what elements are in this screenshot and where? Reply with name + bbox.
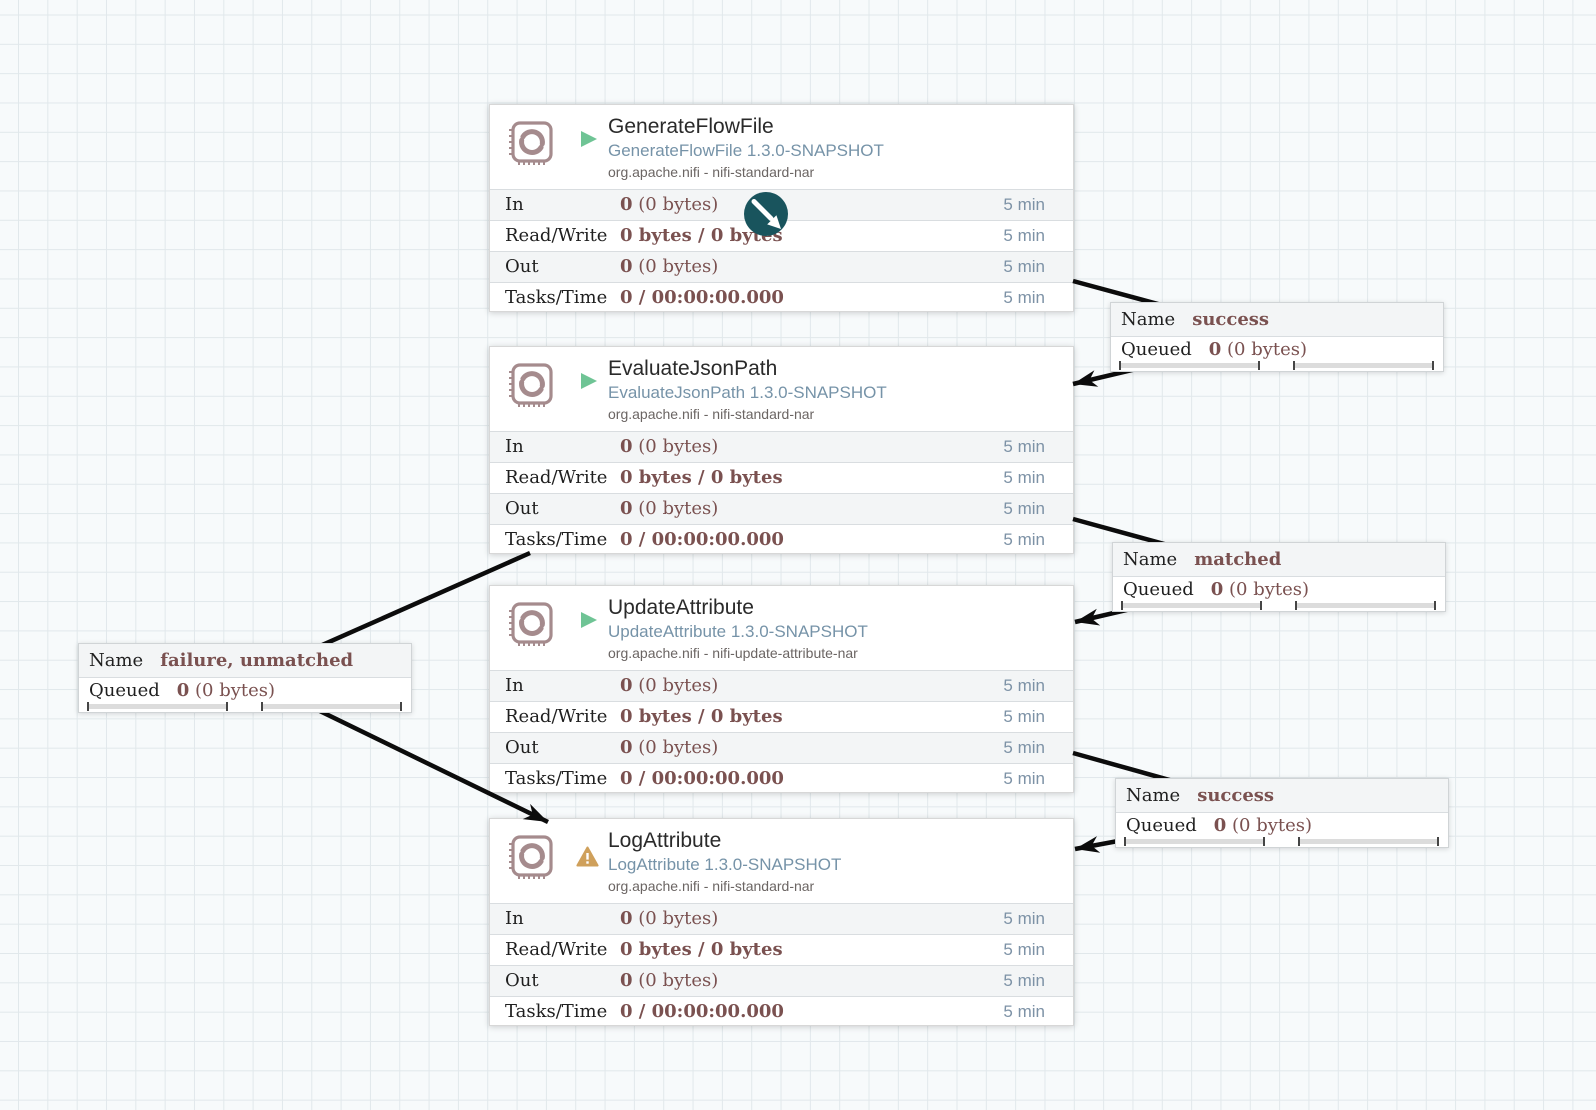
connection-name-value: failure, unmatched — [160, 650, 354, 671]
stat-row-tasks: Tasks/Time 0 / 00:00:00.000 5 min — [490, 763, 1073, 794]
processor-header: EvaluateJsonPath EvaluateJsonPath 1.3.0-… — [490, 347, 1073, 431]
stat-row-tasks: Tasks/Time 0 / 00:00:00.000 5 min — [490, 524, 1073, 555]
processor-type: LogAttribute 1.3.0-SNAPSHOT — [608, 855, 842, 874]
queue-count-bar — [1121, 601, 1262, 610]
processor-type: EvaluateJsonPath 1.3.0-SNAPSHOT — [608, 383, 887, 402]
stat-row-out: Out 0 (0 bytes) 5 min — [490, 965, 1073, 996]
stat-row-readwrite: Read/Write 0 bytes / 0 bytes 5 min — [490, 934, 1073, 965]
processor-bundle: org.apache.nifi - nifi-standard-nar — [608, 878, 815, 894]
stat-row-in: In 0 (0 bytes) 5 min — [490, 189, 1073, 220]
queue-count-bar — [87, 702, 228, 711]
queued-value: 0 (0 bytes) — [176, 680, 276, 701]
connection-name-value: success — [1192, 309, 1270, 330]
stat-row-out: Out 0 (0 bytes) 5 min — [490, 493, 1073, 524]
processor-card-updateattribute[interactable]: UpdateAttribute UpdateAttribute 1.3.0-SN… — [489, 585, 1074, 793]
processor-name: LogAttribute — [608, 829, 722, 852]
queue-count-bar — [1124, 837, 1265, 846]
processor-bundle: org.apache.nifi - nifi-standard-nar — [608, 406, 815, 422]
processor-type: UpdateAttribute 1.3.0-SNAPSHOT — [608, 622, 868, 641]
processor-type: GenerateFlowFile 1.3.0-SNAPSHOT — [608, 141, 884, 160]
stat-row-in: In 0 (0 bytes) 5 min — [490, 670, 1073, 701]
processor-bundle: org.apache.nifi - nifi-update-attribute-… — [608, 645, 858, 661]
run-status-play-icon — [580, 611, 598, 634]
stat-row-tasks: Tasks/Time 0 / 00:00:00.000 5 min — [490, 996, 1073, 1027]
processor-header: GenerateFlowFile GenerateFlowFile 1.3.0-… — [490, 105, 1073, 189]
run-status-play-icon — [580, 130, 598, 153]
stat-row-readwrite: Read/Write 0 bytes / 0 bytes 5 min — [490, 220, 1073, 251]
stat-row-out: Out 0 (0 bytes) 5 min — [490, 732, 1073, 763]
stat-row-in: In 0 (0 bytes) 5 min — [490, 903, 1073, 934]
processor-card-logattribute[interactable]: LogAttribute LogAttribute 1.3.0-SNAPSHOT… — [489, 818, 1074, 1026]
stat-row-out: Out 0 (0 bytes) 5 min — [490, 251, 1073, 282]
processor-card-evaluatejsonpath[interactable]: EvaluateJsonPath EvaluateJsonPath 1.3.0-… — [489, 346, 1074, 554]
processor-icon — [508, 834, 554, 887]
connection-name-value: success — [1197, 785, 1275, 806]
processor-bundle: org.apache.nifi - nifi-standard-nar — [608, 164, 815, 180]
processor-header: UpdateAttribute UpdateAttribute 1.3.0-SN… — [490, 586, 1073, 670]
processor-icon — [508, 120, 554, 173]
processor-header: LogAttribute LogAttribute 1.3.0-SNAPSHOT… — [490, 819, 1073, 903]
processor-name: EvaluateJsonPath — [608, 357, 778, 380]
arrowhead — [1073, 370, 1099, 387]
queue-size-bar — [1298, 837, 1439, 846]
run-status-play-icon — [580, 372, 598, 395]
processor-name: GenerateFlowFile — [608, 115, 774, 138]
queued-value: 0 (0 bytes) — [1213, 815, 1313, 836]
queue-count-bar — [1119, 361, 1260, 370]
warning-icon — [576, 846, 599, 872]
stat-row-in: In 0 (0 bytes) 5 min — [490, 431, 1073, 462]
stat-row-readwrite: Read/Write 0 bytes / 0 bytes 5 min — [490, 701, 1073, 732]
stat-row-readwrite: Read/Write 0 bytes / 0 bytes 5 min — [490, 462, 1073, 493]
processor-card-generateflowfile[interactable]: GenerateFlowFile GenerateFlowFile 1.3.0-… — [489, 104, 1074, 312]
queued-value: 0 (0 bytes) — [1208, 339, 1308, 360]
queue-size-bar — [1295, 601, 1436, 610]
queued-value: 0 (0 bytes) — [1210, 579, 1310, 600]
connection-name-value: matched — [1194, 549, 1282, 570]
processor-icon — [508, 601, 554, 654]
arrowhead — [1075, 836, 1101, 853]
processor-name: UpdateAttribute — [608, 596, 754, 619]
stat-row-tasks: Tasks/Time 0 / 00:00:00.000 5 min — [490, 282, 1073, 313]
processor-icon — [508, 362, 554, 415]
arrowhead — [1075, 608, 1101, 626]
queue-size-bar — [1293, 361, 1434, 370]
queue-size-bar — [261, 702, 402, 711]
